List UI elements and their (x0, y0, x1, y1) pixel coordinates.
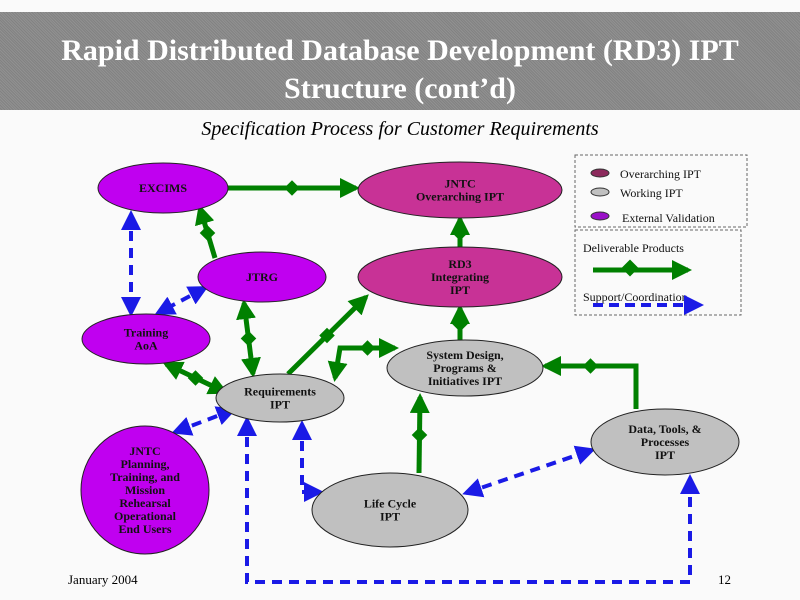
edge-requirements-to-data_tools (237, 416, 700, 584)
edge-data_tools-to-system_design (541, 356, 639, 409)
legend-edge-box (574, 229, 742, 316)
deliverable-diamond-marker (359, 340, 376, 356)
node-system-design: System Design,Programs &Initiatives IPT (386, 339, 544, 397)
node-label-line: Integrating (431, 270, 489, 284)
legend-working-swatch (590, 187, 610, 197)
edge-requirements-to-life_cycle (292, 420, 324, 502)
legend-overarching-swatch (590, 168, 610, 178)
node-label-line: Initiatives IPT (428, 374, 502, 388)
node-label-line: System Design, (426, 348, 503, 362)
legend-deliverable-label: Deliverable Products (583, 241, 684, 255)
edge-jtrg-to-training_aoa (154, 286, 209, 315)
node-label-line: RD3 (448, 257, 471, 271)
node-shape (386, 339, 544, 397)
node-label-line: Programs & (433, 361, 496, 375)
deliverable-diamond-marker (284, 180, 300, 196)
node-label-line: IPT (380, 510, 400, 524)
node-label-line: IPT (450, 283, 470, 297)
legend-overarching-label: Overarching IPT (620, 167, 702, 181)
node-label-line: Life Cycle (364, 497, 417, 511)
legend-deliverable-diamond (621, 259, 639, 277)
edge-requirements-to-system_design (327, 338, 399, 382)
slide-title-line2: Structure (cont’d) (284, 72, 516, 105)
deliverable-diamond-marker (240, 330, 257, 347)
node-label-line: Operational (114, 509, 177, 523)
node-label-line: JTRG (246, 270, 278, 284)
legend-node-box (574, 154, 748, 228)
node-label-line: Planning, (120, 457, 169, 471)
node-label-line: Data, Tools, & (628, 422, 701, 436)
node-excims: EXCIMS (97, 162, 229, 214)
node-shape (311, 472, 469, 548)
node-label-line: JNTC (444, 177, 475, 191)
node-shape (197, 251, 327, 303)
node-label-line: IPT (270, 398, 290, 412)
deliverable-diamond-marker (452, 316, 468, 332)
node-label-line: Mission (125, 483, 165, 497)
legend-support-label: Support/Coordination (583, 290, 688, 304)
node-shape (81, 313, 211, 365)
node-shape (590, 408, 740, 476)
node-shape (357, 246, 563, 308)
node-label-line: JNTC (129, 444, 160, 458)
edge-life_cycle-to-data_tools (462, 445, 596, 498)
node-label-line: Processes (641, 435, 690, 449)
legend-working-label: Working IPT (620, 186, 683, 200)
legend-external-label: External Validation (622, 211, 715, 225)
diagram-subtitle: Specification Process for Customer Requi… (201, 118, 599, 140)
node-label-line: IPT (655, 448, 675, 462)
node-jtrg: JTRG (197, 251, 327, 303)
deliverable-diamond-marker (582, 358, 599, 374)
node-label-line: Rehearsal (119, 496, 171, 510)
deliverable-diamond-marker (187, 370, 204, 386)
node-label-line: EXCIMS (139, 181, 187, 195)
title-bar: Rapid Distributed Database Development (… (0, 12, 800, 110)
legend-external-swatch (590, 211, 610, 221)
node-shape (97, 162, 229, 214)
node-label-line: AoA (134, 339, 158, 353)
footer-page-number: 12 (718, 572, 731, 587)
edge-requirements-to-jntc_end_users (171, 406, 237, 436)
slide-title-line1: Rapid Distributed Database Development (… (61, 34, 739, 67)
node-shape (80, 425, 210, 555)
deliverable-diamond-marker (199, 225, 216, 241)
slide-title: Rapid Distributed Database Development (… (0, 32, 800, 108)
node-shape (357, 161, 563, 219)
node-label-line: Training, and (110, 470, 180, 484)
footer-date: January 2004 (68, 572, 138, 587)
deliverable-diamond-marker (411, 427, 428, 443)
node-label-line: Overarching IPT (416, 190, 504, 204)
node-label-line: Training (124, 326, 168, 340)
node-label-line: Requirements (244, 385, 316, 399)
node-label-line: End Users (118, 522, 171, 536)
deliverable-diamond-marker (452, 225, 468, 241)
node-shape (215, 373, 345, 423)
